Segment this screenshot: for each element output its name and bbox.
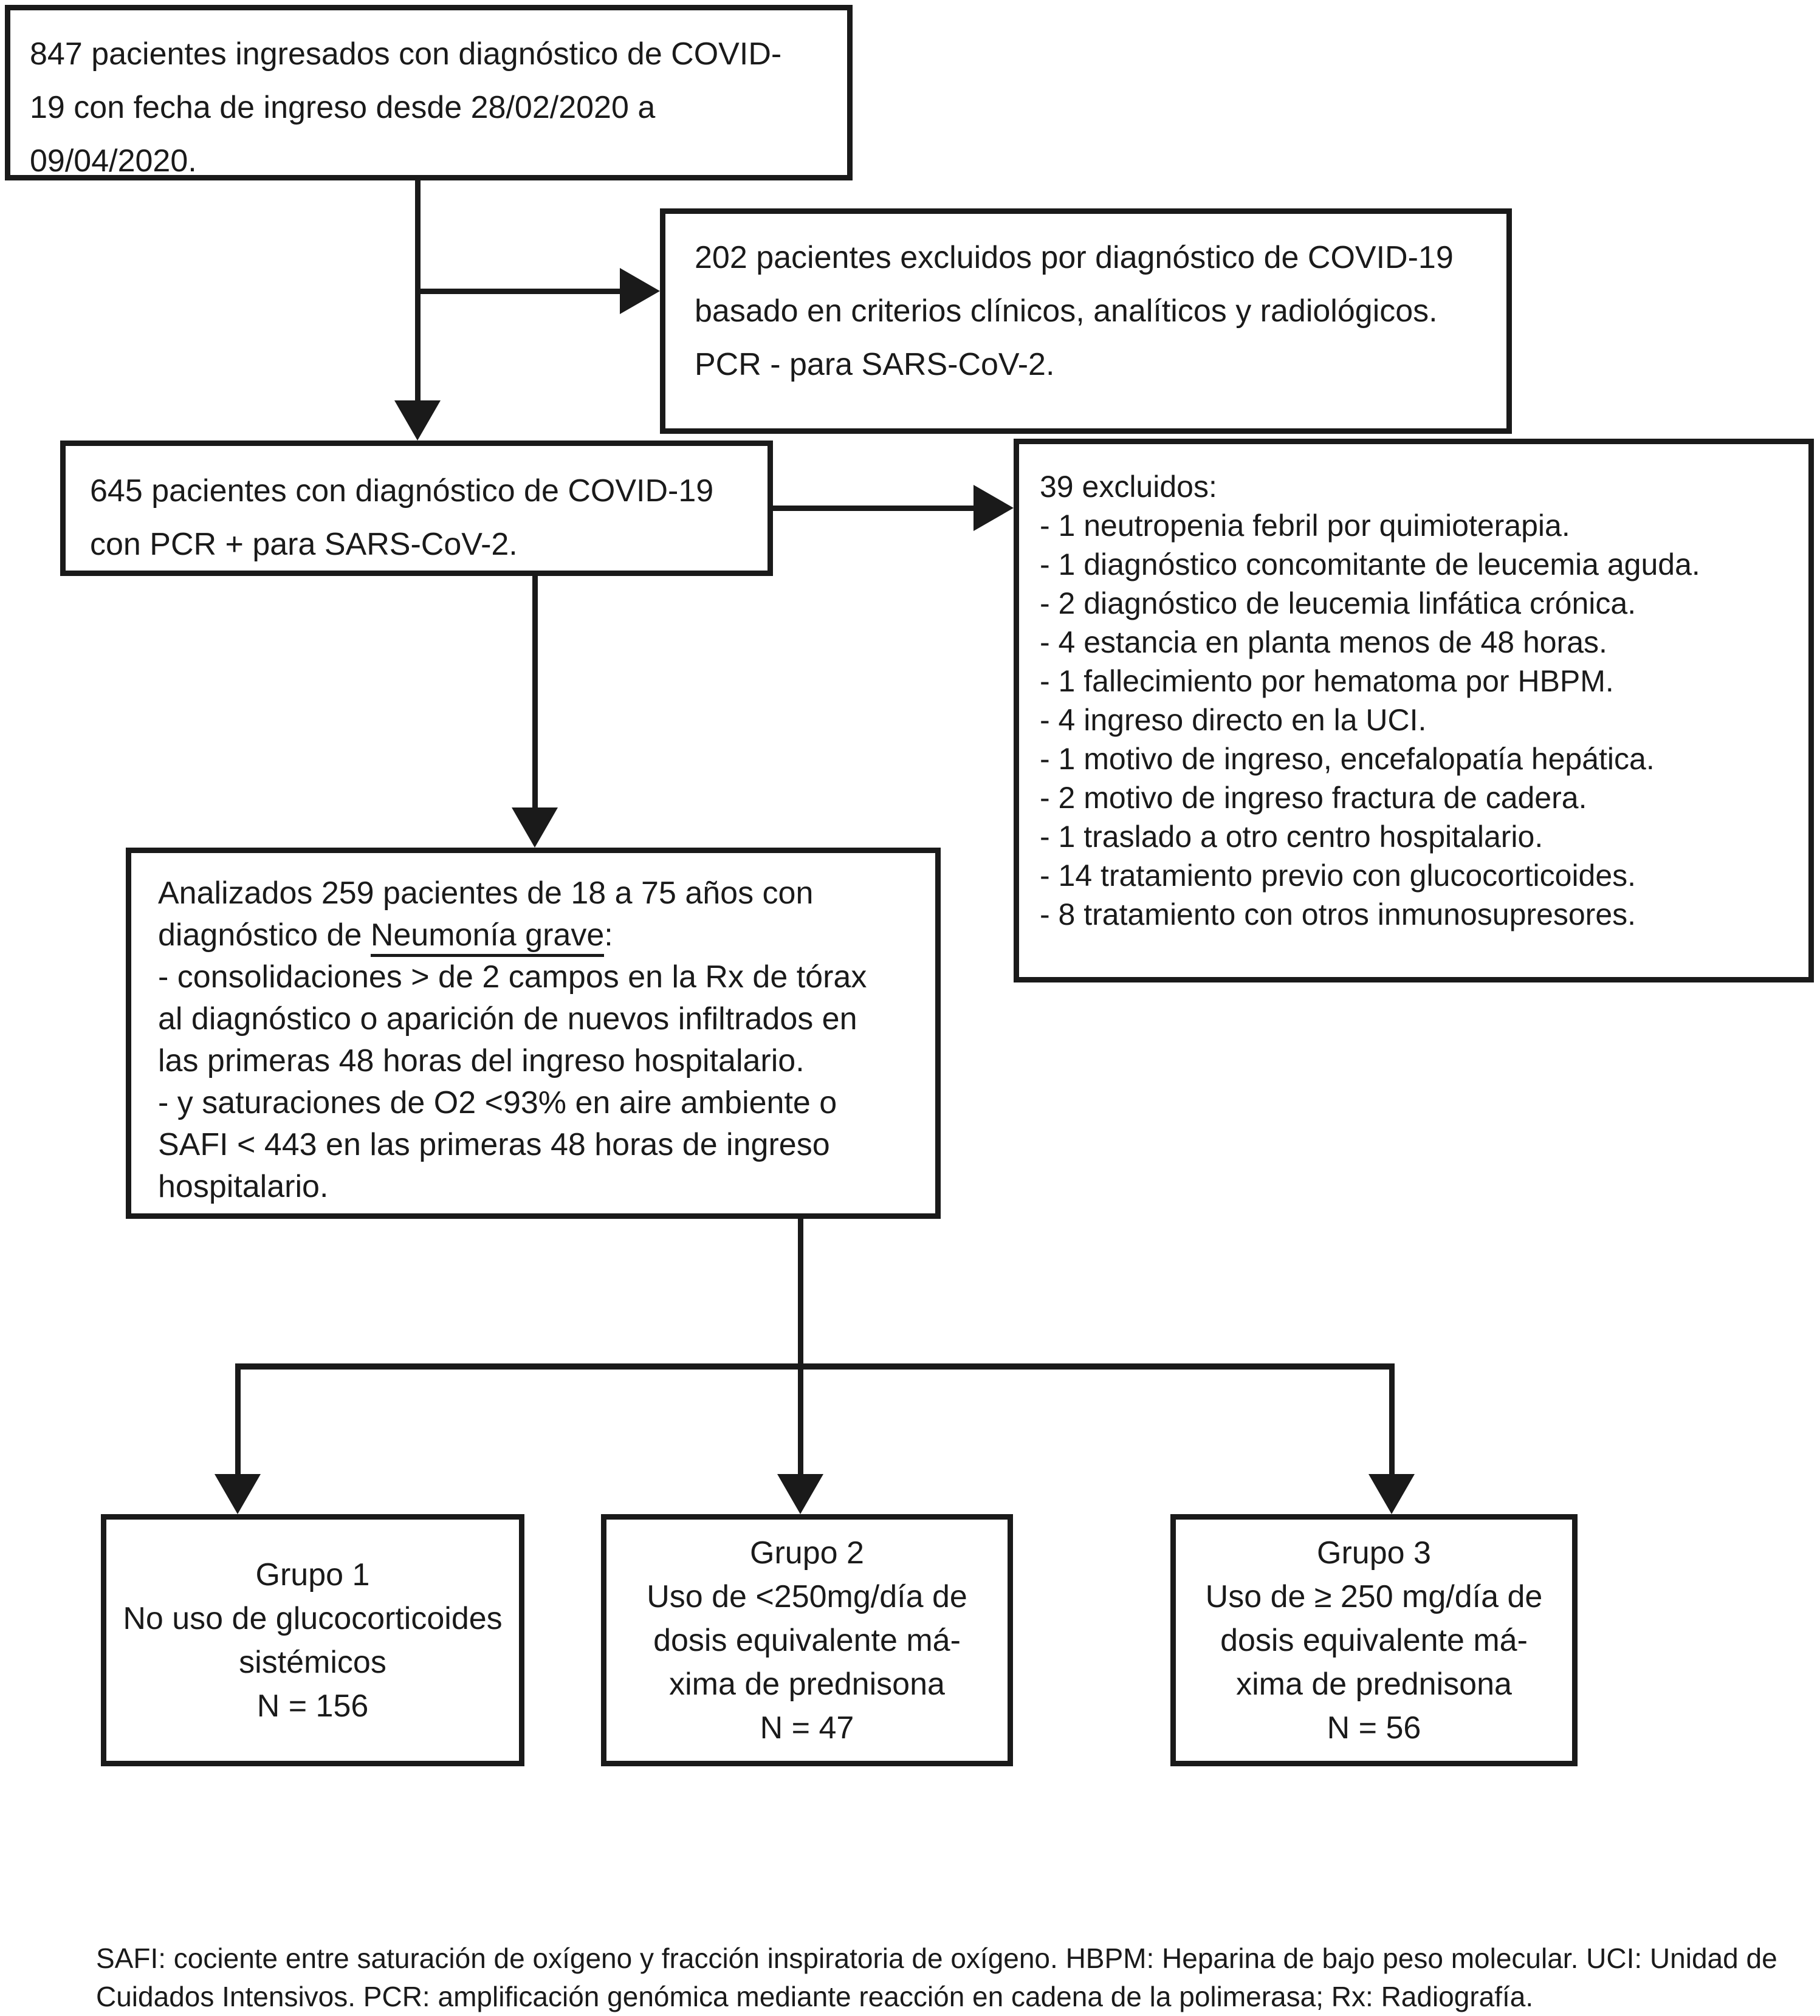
box-excluded-202: 202 pacientes excluidos por diagnóstico …: [660, 208, 1512, 434]
box-group-3: Grupo 3 Uso de ≥ 250 mg/día de dosis equ…: [1170, 1514, 1578, 1766]
group-1-title: Grupo 1: [255, 1557, 370, 1593]
arrowhead-to-group-1: [215, 1474, 261, 1514]
box-excluded-202-line: PCR - para SARS-CoV-2.: [695, 347, 1055, 382]
connector-to-excluded-202: [415, 289, 622, 294]
box-analyzed-line: diagnóstico de Neumonía grave:: [158, 914, 929, 957]
connector-to-group-1: [235, 1366, 241, 1476]
arrowhead-to-pcr-box: [394, 400, 441, 441]
excluded-39-item: - 1 fallecimiento por hematoma por HBPM.: [1040, 664, 1614, 698]
group-3-n: N = 56: [1327, 1710, 1421, 1746]
box-admitted-line: 19 con fecha de ingreso desde 28/02/2020…: [30, 90, 656, 125]
excluded-39-item: - 1 diagnóstico concomitante de leucemia…: [1040, 547, 1700, 581]
excluded-39-item: - 1 traslado a otro centro hospitalario.: [1040, 820, 1544, 854]
arrowhead-to-group-2: [777, 1474, 823, 1514]
excluded-39-item: - 2 motivo de ingreso fractura de cadera…: [1040, 781, 1587, 815]
group-1-n: N = 156: [256, 1688, 369, 1724]
connector-to-group-3: [1389, 1366, 1395, 1476]
box-analyzed-line2-prefix: diagnóstico de: [158, 917, 371, 953]
box-analyzed-line2-suffix: :: [604, 917, 613, 953]
box-excluded-39-title: 39 excluidos:: [1040, 470, 1217, 504]
connector-pcr-to-analyzed: [532, 574, 538, 811]
arrowhead-to-excluded-39: [974, 485, 1014, 531]
connector-to-group-2: [798, 1366, 803, 1476]
box-admitted-847: 847 pacientes ingresados con diagnóstico…: [5, 5, 853, 180]
arrowhead-to-excluded-202: [620, 268, 660, 314]
box-group-1: Grupo 1 No uso de glucocorticoides sisté…: [101, 1514, 524, 1766]
excluded-39-item: - 4 ingreso directo en la UCI.: [1040, 703, 1427, 737]
group-2-line: xima de prednisona: [669, 1666, 945, 1702]
group-3-title: Grupo 3: [1317, 1535, 1431, 1571]
arrowhead-to-group-3: [1368, 1474, 1415, 1514]
excluded-39-item: - 14 tratamiento previo con glucocortico…: [1040, 859, 1636, 893]
connector-analyzed-to-split: [798, 1218, 803, 1369]
footnote-line: SAFI: cociente entre saturación de oxíge…: [96, 1942, 1777, 1974]
box-pcr-positive-645: 645 pacientes con diagnóstico de COVID-1…: [60, 441, 773, 576]
box-analyzed-line: hospitalario.: [158, 1169, 329, 1204]
excluded-39-item: - 2 diagnóstico de leucemia linfática cr…: [1040, 586, 1636, 620]
group-3-line: dosis equivalente má-: [1220, 1622, 1528, 1658]
group-1-line: No uso de glucocorticoides: [123, 1600, 503, 1636]
connector-split-bar: [235, 1363, 1395, 1370]
box-pcr-positive-line: 645 pacientes con diagnóstico de COVID-1…: [90, 473, 714, 509]
group-2-line: Uso de <250mg/día de: [647, 1579, 967, 1614]
excluded-39-item: - 1 motivo de ingreso, encefalopatía hep…: [1040, 742, 1655, 776]
group-3-line: xima de prednisona: [1236, 1666, 1512, 1702]
group-1-line: sistémicos: [239, 1644, 386, 1680]
arrowhead-to-analyzed-box: [512, 807, 558, 848]
box-group-2: Grupo 2 Uso de <250mg/día de dosis equiv…: [601, 1514, 1013, 1766]
box-admitted-line: 847 pacientes ingresados con diagnóstico…: [30, 36, 782, 72]
group-3-line: Uso de ≥ 250 mg/día de: [1205, 1579, 1543, 1614]
box-pcr-positive-line: con PCR + para SARS-CoV-2.: [90, 527, 518, 562]
box-analyzed-line: las primeras 48 horas del ingreso hospit…: [158, 1043, 805, 1078]
box-excluded-202-line: 202 pacientes excluidos por diagnóstico …: [695, 240, 1454, 275]
group-2-line: dosis equivalente má-: [653, 1622, 961, 1658]
footnote: SAFI: cociente entre saturación de oxíge…: [96, 1939, 1777, 2016]
excluded-39-item: - 4 estancia en planta menos de 48 horas…: [1040, 625, 1607, 659]
connector-to-excluded-39: [773, 506, 977, 511]
box-analyzed-line: Analizados 259 pacientes de 18 a 75 años…: [158, 876, 814, 911]
box-analyzed-line: al diagnóstico o aparición de nuevos inf…: [158, 1001, 857, 1037]
excluded-39-item: - 1 neutropenia febril por quimioterapia…: [1040, 509, 1570, 543]
footnote-line: Cuidados Intensivos. PCR: amplificación …: [96, 1981, 1534, 2012]
box-analyzed-line: SAFI < 443 en las primeras 48 horas de i…: [158, 1127, 830, 1162]
group-2-title: Grupo 2: [750, 1535, 864, 1571]
severe-pneumonia-underlined: Neumonía grave: [370, 917, 605, 957]
box-analyzed-259: Analizados 259 pacientes de 18 a 75 años…: [126, 848, 941, 1219]
box-admitted-line: 09/04/2020.: [30, 143, 197, 179]
group-2-n: N = 47: [760, 1710, 854, 1746]
box-excluded-39: 39 excluidos: - 1 neutropenia febril por…: [1014, 439, 1814, 982]
box-excluded-202-line: basado en criterios clínicos, analíticos…: [695, 293, 1438, 329]
box-analyzed-line: - y saturaciones de O2 <93% en aire ambi…: [158, 1085, 837, 1120]
box-analyzed-line: - consolidaciones > de 2 campos en la Rx…: [158, 959, 867, 995]
excluded-39-item: - 8 tratamiento con otros inmunosupresor…: [1040, 897, 1636, 931]
